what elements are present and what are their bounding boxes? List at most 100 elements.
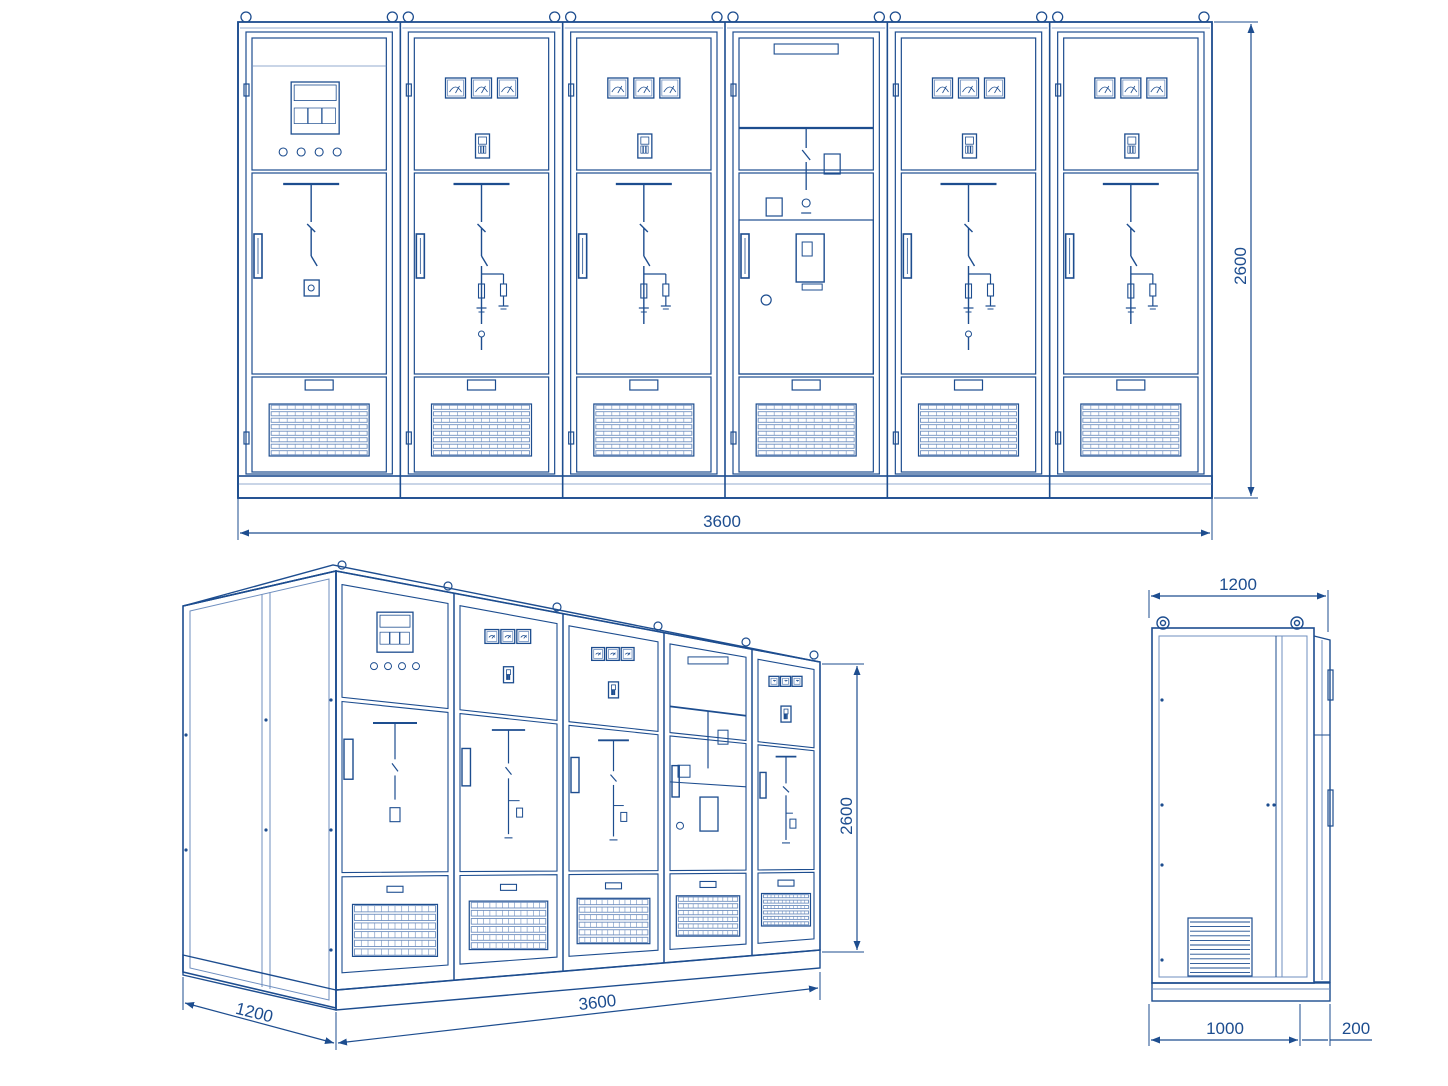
indicator-lamp xyxy=(296,147,306,157)
panel-meter xyxy=(470,77,493,99)
panel-meter xyxy=(659,77,681,99)
iso-compartment xyxy=(757,658,815,749)
lifting-eye xyxy=(552,602,562,612)
door-handle xyxy=(461,747,472,787)
panel-meter xyxy=(983,77,1006,99)
vent-grille xyxy=(1080,403,1182,457)
panel-meter xyxy=(1146,77,1168,99)
vent-grille xyxy=(917,403,1020,457)
label-holder xyxy=(777,879,795,887)
cable-compartment xyxy=(251,376,387,473)
control-device xyxy=(502,666,515,684)
breaker-compartment xyxy=(251,172,387,375)
door-handle xyxy=(253,233,263,279)
cable-compartment xyxy=(576,376,712,473)
front-view xyxy=(237,11,1213,499)
door-hinge xyxy=(730,431,737,445)
front-cabinet-6 xyxy=(1048,11,1210,498)
control-device xyxy=(961,133,978,159)
label-holder xyxy=(1116,379,1146,391)
indicator-lamp xyxy=(278,147,288,157)
vent-grille xyxy=(468,900,549,951)
panel-meter xyxy=(444,77,467,99)
front-cabinet-2 xyxy=(399,11,561,498)
iso-compartment xyxy=(459,874,558,965)
label-holder xyxy=(629,379,659,391)
front-cabinet-3 xyxy=(561,11,723,498)
panel-meter xyxy=(484,628,500,645)
lifting-eye xyxy=(337,560,347,570)
door-handle xyxy=(1064,233,1075,279)
iso-depth-label: 1200 xyxy=(234,999,275,1027)
iso-compartment xyxy=(669,643,747,742)
control-device xyxy=(290,81,340,135)
door-handle xyxy=(570,756,580,794)
side-top-depth-label: 1200 xyxy=(1219,575,1257,594)
lifting-eye xyxy=(711,11,723,23)
iso-compartment xyxy=(568,873,659,957)
panel-meter xyxy=(1120,77,1142,99)
door-hinge xyxy=(243,431,250,445)
side-bottom-front-label: 200 xyxy=(1342,1019,1370,1038)
control-device xyxy=(607,681,620,699)
iso-compartment xyxy=(459,712,558,873)
panel-meter xyxy=(633,77,655,99)
panel-meter xyxy=(591,646,606,662)
panel-meter xyxy=(957,77,980,99)
control-device xyxy=(780,705,792,723)
front-cabinet-4 xyxy=(724,11,886,498)
front-height-label: 2600 xyxy=(1231,247,1250,285)
label-holder xyxy=(604,882,623,890)
cabinet-frame xyxy=(732,31,880,475)
iso-compartment xyxy=(568,625,659,733)
lifting-eye xyxy=(240,11,252,23)
label-holder xyxy=(386,885,404,893)
indicator-lamp xyxy=(370,662,378,671)
iso-compartment xyxy=(341,875,449,974)
cabinet-frame xyxy=(894,31,1043,475)
single-line-diagram xyxy=(615,182,672,324)
vfd-compartment xyxy=(738,219,874,375)
lifting-eye xyxy=(741,637,751,647)
door-hinge xyxy=(1055,83,1062,97)
front-cabinet-1 xyxy=(237,11,399,498)
isometric-view xyxy=(182,560,821,1011)
cable-compartment xyxy=(1063,376,1199,473)
iso-depth-dimension: 1200 xyxy=(182,977,335,1045)
iso-cabinet-1 xyxy=(335,560,453,990)
side-bottom-body-label: 1000 xyxy=(1206,1019,1244,1038)
front-width-dimension: 3600 xyxy=(237,498,1213,540)
breaker-compartment xyxy=(738,172,874,375)
label-holder xyxy=(466,379,497,391)
lifting-eye xyxy=(1036,11,1048,23)
isometric-cabinets xyxy=(335,560,819,990)
iso-compartment xyxy=(459,605,558,722)
door-handle xyxy=(671,764,680,798)
iso-compartment xyxy=(757,871,815,944)
control-device xyxy=(474,133,491,159)
instrument-compartment xyxy=(900,37,1037,171)
indicator-lamp xyxy=(314,147,324,157)
iso-width-dimension: 3600 xyxy=(335,972,821,1050)
cable-compartment xyxy=(413,376,550,473)
cabinet-frame xyxy=(407,31,556,475)
lifting-eye xyxy=(386,11,398,23)
panel-meter xyxy=(500,628,516,645)
breaker-compartment xyxy=(413,172,550,375)
door-hinge xyxy=(730,83,737,97)
small-device xyxy=(389,807,401,823)
iso-cabinet-3 xyxy=(562,614,663,971)
cabinet-frame xyxy=(570,31,718,475)
front-cabinet-5 xyxy=(886,11,1048,498)
iso-compartment xyxy=(341,700,449,874)
lifting-eye xyxy=(549,11,561,23)
side-top-depth-dimension: 1200 xyxy=(1148,575,1329,632)
panel-meter xyxy=(768,675,780,687)
iso-cabinet-5 xyxy=(751,649,819,956)
panel-meter xyxy=(496,77,519,99)
iso-compartment xyxy=(757,744,815,871)
single-line-diagram xyxy=(1102,182,1159,324)
lifting-eye xyxy=(809,650,819,660)
door-handle xyxy=(740,233,750,279)
